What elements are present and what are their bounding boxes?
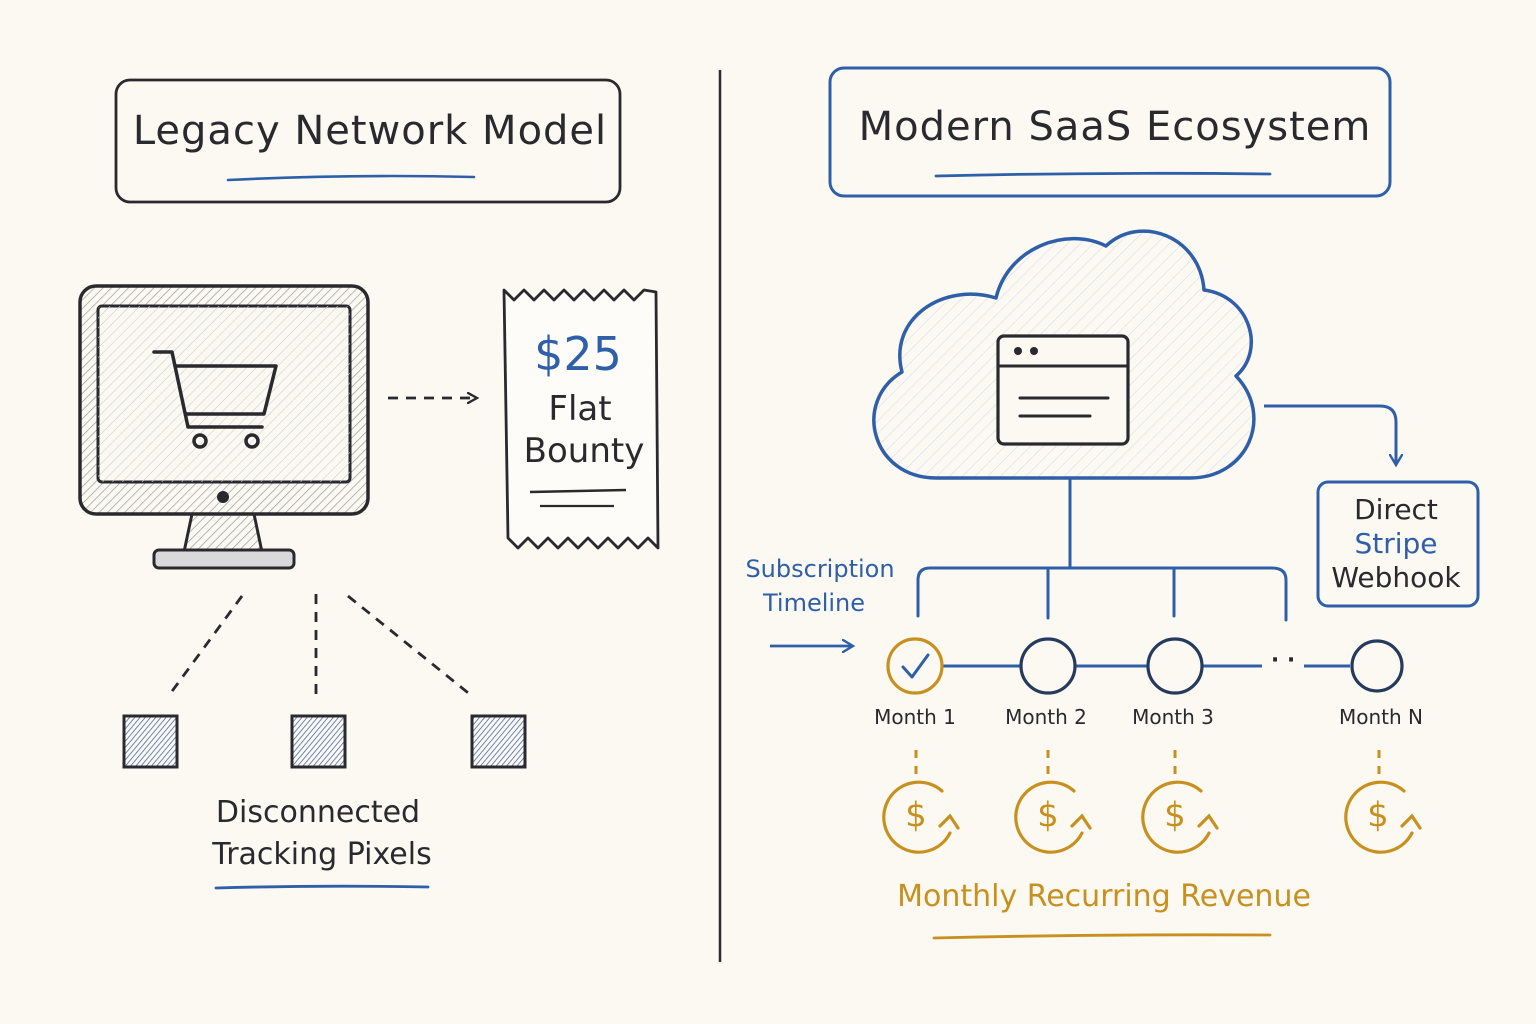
cloud-branch-lines bbox=[916, 476, 1288, 622]
revenue-label: Monthly Recurring Revenue bbox=[897, 879, 1311, 914]
browser-window-icon bbox=[996, 334, 1130, 446]
check-icon bbox=[901, 653, 930, 679]
timeline-label-line-1: Subscription bbox=[745, 555, 895, 583]
modern-title: Modern SaaS Ecosystem bbox=[858, 104, 1372, 150]
dollar-symbol: $ bbox=[1037, 795, 1059, 836]
shopping-cart-icon bbox=[152, 350, 278, 449]
pixels-label-underline bbox=[214, 884, 430, 890]
month-label: Month 2 bbox=[1005, 705, 1087, 729]
receipt-rule-1 bbox=[529, 488, 627, 494]
legacy-title-underline bbox=[226, 174, 476, 182]
tracking-pixel-icon bbox=[470, 714, 527, 769]
bounty-label-bounty: Bounty bbox=[523, 431, 645, 471]
legacy-title: Legacy Network Model bbox=[132, 108, 608, 154]
month-2-node bbox=[1019, 637, 1077, 695]
dollar-symbol: $ bbox=[1164, 795, 1186, 836]
dollar-symbol: $ bbox=[1367, 795, 1389, 836]
bounty-label-flat: Flat bbox=[548, 389, 612, 429]
tracking-pixel-icon bbox=[290, 714, 347, 769]
legacy-title-box bbox=[114, 78, 622, 204]
revenue-label-underline bbox=[932, 933, 1272, 940]
webhook-arrow bbox=[1264, 404, 1396, 464]
modern-title-box bbox=[828, 66, 1392, 198]
pixel-connector-lines bbox=[168, 594, 473, 698]
month-1-node bbox=[886, 637, 944, 695]
month-to-revenue-dashes bbox=[914, 750, 1381, 778]
month-3-node bbox=[1146, 637, 1204, 695]
tracking-pixel-icon bbox=[122, 714, 179, 769]
month-label: Month N bbox=[1338, 705, 1424, 729]
webhook-label-direct: Direct bbox=[1354, 493, 1438, 526]
webhook-label-webhook: Webhook bbox=[1331, 561, 1461, 594]
month-label: Month 3 bbox=[1132, 705, 1214, 729]
computer-monitor-icon bbox=[78, 284, 370, 570]
timeline-ellipsis: · · bbox=[1270, 648, 1296, 673]
timeline-label-line-2: Timeline bbox=[762, 589, 866, 617]
modern-title-underline bbox=[934, 171, 1272, 178]
month-n-node bbox=[1350, 639, 1404, 693]
month-label: Month 1 bbox=[874, 705, 956, 729]
webhook-label-stripe: Stripe bbox=[1354, 527, 1438, 560]
webhook-box bbox=[1316, 480, 1480, 608]
dollar-symbol: $ bbox=[905, 795, 927, 836]
recurring-dollar-icon bbox=[1141, 780, 1219, 854]
pixels-label-line-2: Tracking Pixels bbox=[212, 837, 432, 872]
bounty-amount: $25 bbox=[534, 327, 622, 381]
recurring-dollar-icon bbox=[1014, 780, 1092, 854]
recurring-dollar-icon bbox=[882, 780, 960, 854]
recurring-dollar-icon bbox=[1344, 780, 1422, 854]
pixels-label-line-1: Disconnected bbox=[215, 795, 421, 830]
receipt-icon bbox=[502, 288, 660, 550]
